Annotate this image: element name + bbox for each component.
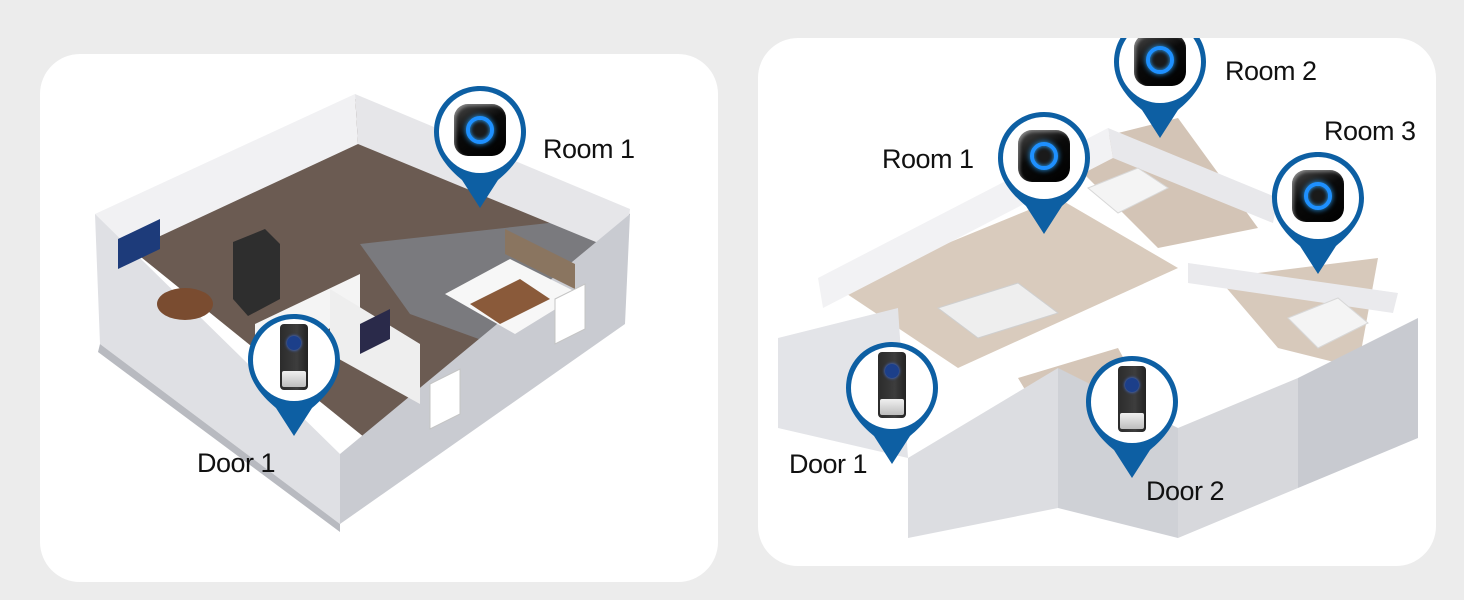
doorbell-button-icon (878, 352, 906, 418)
door-1-label: Door 1 (197, 448, 276, 478)
single-apartment-panel: Room 1 Door 1 (40, 54, 718, 582)
chime-receiver-icon (454, 104, 506, 156)
door-1-doorbell-pin[interactable] (246, 312, 342, 440)
apartment-floorplan-illustration (95, 94, 630, 532)
room-1-chime-pin[interactable] (996, 110, 1092, 238)
door-2-doorbell-pin[interactable] (1084, 354, 1180, 482)
room-2-label: Room 2 (1225, 56, 1317, 86)
room-2-chime-pin[interactable] (1112, 38, 1208, 142)
door-2-label: Door 2 (1146, 476, 1225, 506)
room-1-label: Room 1 (543, 134, 635, 164)
doorbell-button-icon (280, 324, 308, 390)
chime-receiver-icon (1292, 170, 1344, 222)
room-3-chime-pin[interactable] (1270, 150, 1366, 278)
door-1-doorbell-pin[interactable] (844, 340, 940, 468)
room-1-label: Room 1 (882, 144, 974, 174)
chime-receiver-icon (1134, 38, 1186, 86)
chime-receiver-icon (1018, 130, 1070, 182)
doorbell-button-icon (1118, 366, 1146, 432)
door-1-label: Door 1 (789, 449, 868, 479)
room-3-label: Room 3 (1324, 116, 1416, 146)
room-1-chime-pin[interactable] (432, 84, 528, 212)
multi-room-house-panel: Room 2 Room 1 Room 3 Door 1 Door 2 (758, 38, 1436, 566)
